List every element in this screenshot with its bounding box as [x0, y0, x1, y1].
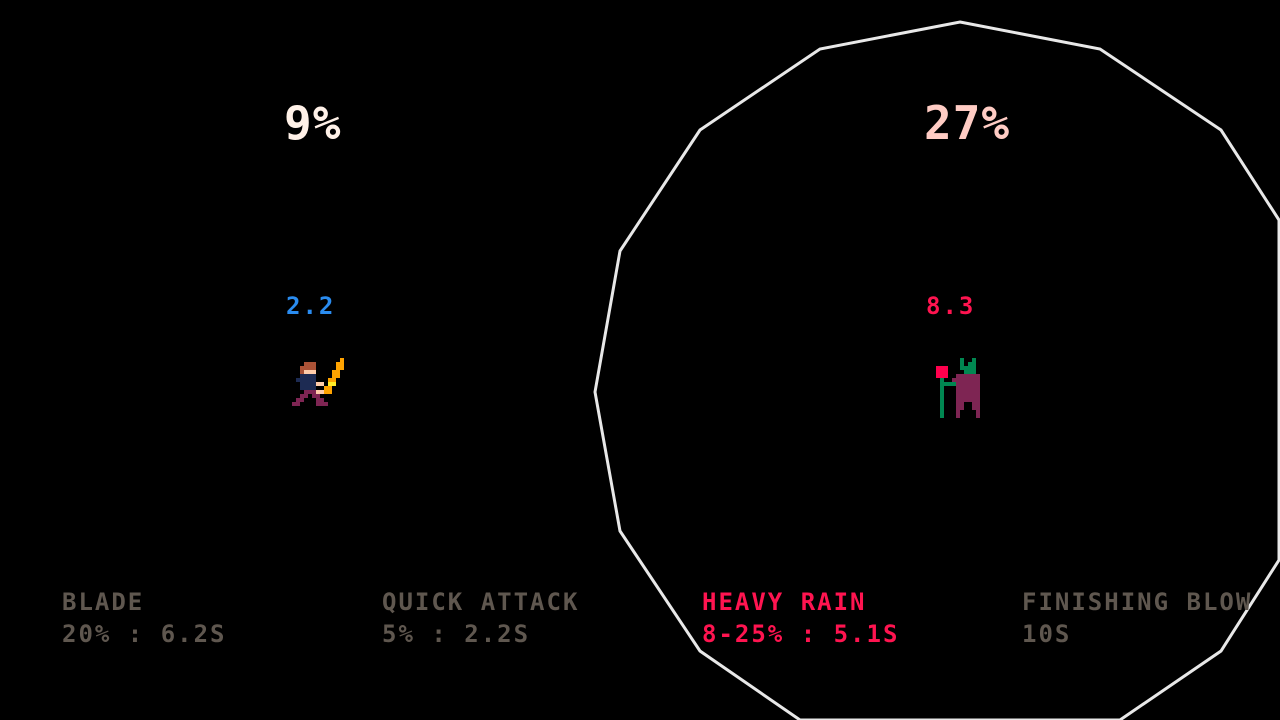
- ability-stat: 20% : 6.2S: [62, 620, 227, 648]
- swordsman-icon: [292, 358, 344, 406]
- ability-name: FINISHING BLOW: [1022, 588, 1253, 616]
- player2-cooldown-timer: 8.3: [926, 292, 976, 320]
- ability-name: HEAVY RAIN: [702, 588, 867, 616]
- player2-damage-percent: 27%: [924, 96, 1011, 150]
- ability-stat: 10S: [1022, 620, 1072, 648]
- ability-stat: 8-25% : 5.1S: [702, 620, 900, 648]
- goblin-shaman-icon: [936, 358, 980, 418]
- player1-cooldown-timer: 2.2: [286, 292, 336, 320]
- ability-name: BLADE: [62, 588, 145, 616]
- ability-stat: 5% : 2.2S: [382, 620, 531, 648]
- player1-damage-percent: 9%: [284, 96, 342, 150]
- ability-name: QUICK ATTACK: [382, 588, 580, 616]
